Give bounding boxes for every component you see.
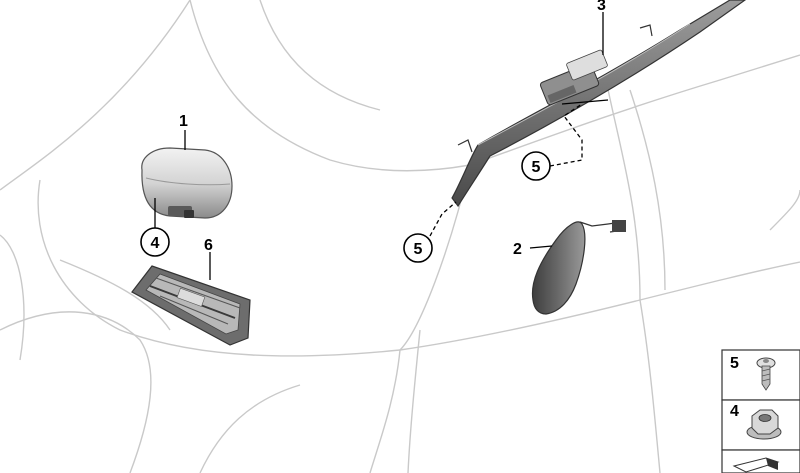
callout-2: 2 xyxy=(513,241,522,258)
legend-label-4: 4 xyxy=(730,403,739,420)
callout-6: 6 xyxy=(204,237,213,254)
leader-lines xyxy=(154,12,609,280)
legend-label-5: 5 xyxy=(730,355,739,372)
callout-4: 4 xyxy=(151,235,160,252)
callout-4-circle xyxy=(140,227,170,257)
chevron-icon xyxy=(732,457,780,473)
part-6-bracket xyxy=(131,265,251,346)
flange-nut-icon xyxy=(746,409,782,440)
callout-3: 3 xyxy=(597,0,606,14)
torx-screw-icon xyxy=(756,357,776,391)
parts-legend: 5 4 xyxy=(721,349,800,473)
callouts: 1 2 3 6 4 5 5 xyxy=(140,0,606,263)
callout-5b-circle xyxy=(403,233,433,263)
callout-5a: 5 xyxy=(532,159,541,176)
part-2-side-airbag xyxy=(531,220,626,315)
callout-5a-circle xyxy=(521,151,551,181)
part-3-curtain-airbag xyxy=(451,0,747,208)
callout-1: 1 xyxy=(179,113,188,130)
callout-5b: 5 xyxy=(414,241,423,258)
